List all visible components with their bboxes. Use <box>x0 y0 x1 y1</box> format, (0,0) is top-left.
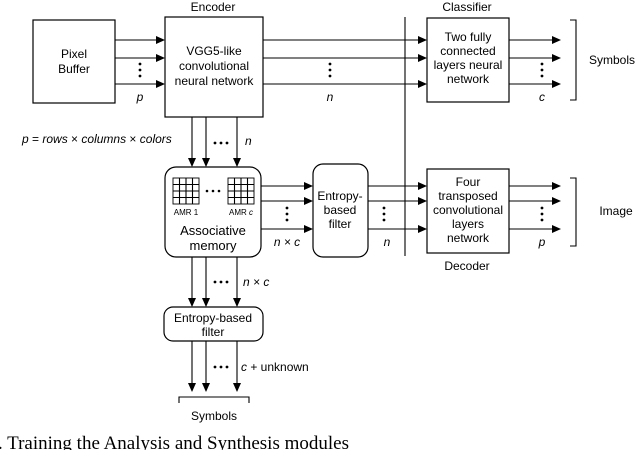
p-def-x2: × <box>126 132 140 146</box>
encoder-title: Encoder <box>191 0 236 14</box>
entropy-filter-right-line1: Entropy- <box>317 189 362 203</box>
decoder-label-line3: convolutional <box>433 203 503 217</box>
p-pixel-label: p <box>136 90 144 104</box>
entropy-filter-right-line2: based <box>324 203 357 217</box>
decoder-label-line2: transposed <box>438 189 497 203</box>
n-x-c-memory-label: n × c <box>274 235 300 249</box>
p-def-x1: × <box>68 132 82 146</box>
image-label: Image <box>599 204 633 218</box>
amr-c-grid-icon <box>227 177 255 205</box>
p-def-eq: = <box>29 132 43 146</box>
p-definition: p = rows × columns × colors <box>21 132 172 146</box>
c-unknown-label: c + unknown <box>241 360 309 374</box>
p-def-rows: rows <box>42 132 67 146</box>
memory-to-bottom-filter-arrows <box>188 257 241 307</box>
associative-memory-label-line2: memory <box>190 238 237 253</box>
decoder-label-line1: Four <box>456 175 481 189</box>
c-unknown-rest: + unknown <box>247 360 309 374</box>
symbols-right-label: Symbols <box>589 53 635 67</box>
decoder-to-image-arrows <box>509 182 561 233</box>
memory-to-filter-arrows <box>261 182 313 233</box>
bottom-filter-to-symbols-arrows <box>188 341 241 392</box>
figure-caption: . Training the Analysis and Synthesis mo… <box>0 433 349 450</box>
amr-c-label: AMR c <box>229 208 253 217</box>
c-classifier-label: c <box>539 90 545 104</box>
encoder-label-line1: VGG5-like <box>186 44 242 58</box>
decoder-label-line5: network <box>447 231 490 245</box>
entropy-filter-bottom-line1: Entropy-based <box>174 311 252 325</box>
entropy-filter-bottom: Entropy-based filter <box>163 306 264 342</box>
classifier-title: Classifier <box>442 0 491 14</box>
symbols-bracket-right <box>570 19 577 101</box>
pixel-to-encoder-arrows <box>115 36 165 88</box>
n-filter-label: n <box>384 235 391 249</box>
encoder-to-classifier-arrows <box>263 36 427 88</box>
pixel-buffer-label-line1: Pixel <box>61 47 87 61</box>
filter-to-decoder-arrows <box>368 182 427 233</box>
associative-memory-label-line1: Associative <box>180 223 246 238</box>
p-def-colors: colors <box>140 132 172 146</box>
p-def-columns: columns <box>81 132 126 146</box>
c-unknown-c: c <box>241 360 247 374</box>
symbols-bottom-label: Symbols <box>191 409 237 423</box>
classifier-to-symbols-arrows <box>509 36 561 88</box>
pixel-buffer: Pixel Buffer <box>32 19 116 104</box>
associative-memory: AMR 1 AMR c Associative memory <box>164 166 262 258</box>
entropy-filter-bottom-line2: filter <box>202 325 225 339</box>
n-encoder-down-label: n <box>245 134 252 148</box>
amr-c-var: c <box>249 208 253 217</box>
pixel-buffer-label-line2: Buffer <box>58 62 90 76</box>
entropy-filter-right: Entropy- based filter <box>312 163 369 258</box>
p-decoder-label: p <box>538 235 546 249</box>
entropy-filter-right-line3: filter <box>329 217 352 231</box>
encoder-box: VGG5-like convolutional neural network <box>164 16 264 118</box>
encoder-label-line3: neural network <box>175 74 255 88</box>
classifier-label-line2: connected <box>440 44 495 58</box>
classifier-box: Two fully connected layers neural networ… <box>426 17 510 103</box>
n-encoder-label: n <box>327 90 334 104</box>
p-def-p: p <box>21 132 29 146</box>
encoder-label-line2: convolutional <box>179 59 249 73</box>
decoder-label-line4: layers <box>452 217 484 231</box>
amr-1-grid-icon <box>172 177 200 205</box>
classifier-label-line3: layers neural <box>434 58 503 72</box>
classifier-label-line4: network <box>447 72 490 86</box>
n-x-c-down-label: n × c <box>243 275 269 289</box>
symbols-bracket-bottom <box>178 396 250 403</box>
amr-1-label: AMR 1 <box>174 208 199 217</box>
encoder-to-memory-arrows <box>188 117 241 167</box>
decoder-title: Decoder <box>444 259 489 273</box>
decoder-box: Four transposed convolutional layers net… <box>426 168 510 254</box>
amr-c-prefix: AMR <box>229 208 249 217</box>
image-bracket <box>570 177 577 247</box>
classifier-label-line1: Two fully <box>445 30 492 44</box>
